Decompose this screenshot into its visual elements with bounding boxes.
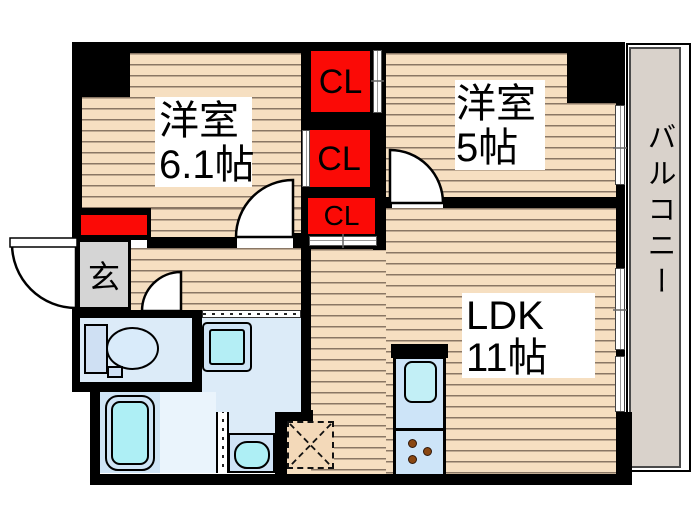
wall (72, 382, 223, 392)
kitchen-divider (396, 428, 443, 431)
room-size: 6.1帖 (159, 143, 255, 187)
bedroom2-label: 洋室 5帖 (455, 80, 545, 170)
closet-cl2: CL (305, 127, 373, 190)
closet-cl3: CL (305, 195, 378, 237)
wall (385, 197, 392, 208)
closet-label: CL (323, 200, 360, 231)
room-size: 11帖 (466, 336, 548, 380)
stove-burner (408, 439, 417, 448)
balcony-floor (629, 47, 681, 468)
wall (616, 42, 625, 485)
washroom-folding-door (202, 310, 301, 318)
wall (303, 246, 382, 249)
bathroom-folding-door (216, 392, 229, 473)
corridor-floor (131, 248, 301, 310)
wall (301, 113, 386, 129)
toilet-bowl (106, 327, 159, 370)
wall-corner-pillar (567, 42, 625, 103)
wall (443, 197, 625, 208)
entrance-area: 玄 (77, 239, 131, 310)
balcony-label: バルコニー (643, 122, 675, 302)
stove-burner (408, 455, 417, 464)
closet-sliding-door (302, 130, 310, 187)
bathtub-inner (111, 401, 149, 465)
closet-label: CL (317, 139, 361, 178)
wall (616, 412, 632, 485)
room-name: 洋室 (159, 99, 239, 143)
room-name: LDK (466, 294, 544, 338)
closet-sliding-door (309, 236, 377, 246)
closet-sliding-door (373, 50, 382, 113)
window (615, 105, 625, 185)
room-name: 洋室 (456, 82, 536, 126)
wall (72, 42, 625, 53)
bedroom1-label: 洋室 6.1帖 (155, 97, 255, 187)
wall (273, 410, 313, 422)
wall (90, 474, 632, 485)
wall (391, 344, 448, 358)
room-size: 5帖 (456, 126, 519, 170)
wall (147, 237, 237, 248)
wall (72, 309, 80, 392)
closet-cl1: CL (308, 48, 373, 115)
toilet-tank (84, 324, 108, 374)
toilet-flush (107, 366, 123, 378)
ldk-label: LDK 11帖 (462, 293, 595, 380)
window (615, 356, 625, 412)
closet-label: CL (318, 62, 363, 101)
dashed-furniture-area (287, 421, 334, 469)
entrance-label: 玄 (87, 258, 120, 295)
bedroom1-floor (130, 53, 302, 97)
wall (72, 310, 202, 318)
stove-burner (423, 447, 432, 456)
washing-machine-inner (209, 329, 245, 365)
wall (192, 318, 202, 392)
wall (275, 422, 287, 475)
window (615, 268, 625, 350)
bedroom1-floor (151, 208, 301, 238)
wall (90, 385, 100, 485)
front-door-leaf (9, 237, 78, 248)
entry-pillar (78, 212, 150, 238)
wall (72, 42, 82, 242)
front-door-swing (10, 242, 78, 310)
kitchen-sink (404, 361, 437, 403)
sink-basin (234, 441, 270, 469)
